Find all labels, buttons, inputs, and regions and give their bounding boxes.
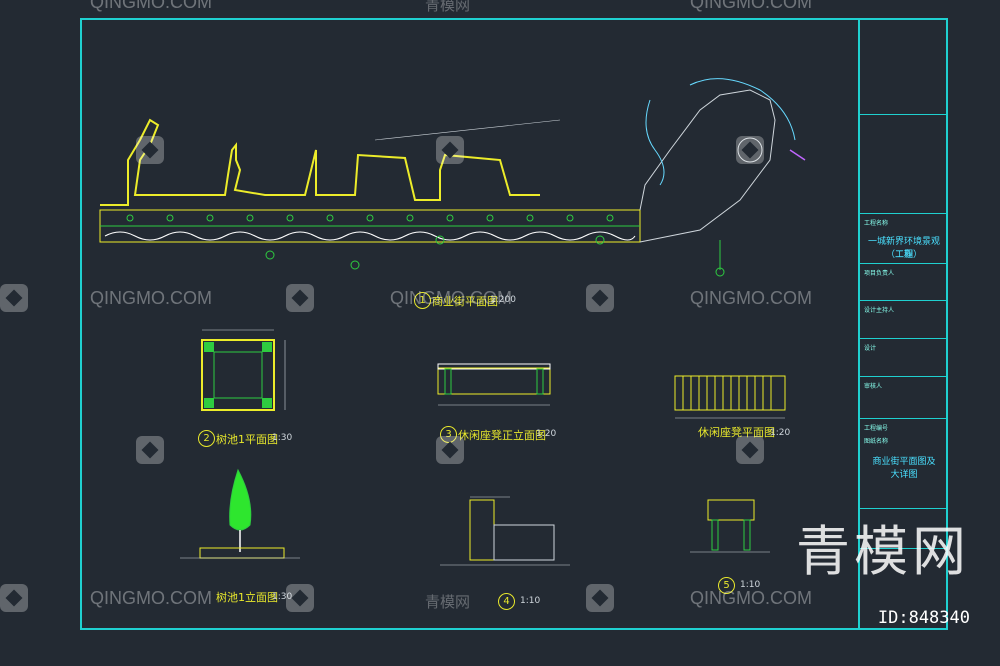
manager-label: 项目负责人 <box>864 270 895 277</box>
drawing-title-label: 图纸名称 <box>864 438 889 445</box>
watermark-text-cn: 青模网 <box>425 0 471 14</box>
drawing-title-suffix: 大详图 <box>890 470 918 480</box>
watermark-logo <box>0 284 28 312</box>
view-number-1: 1 <box>414 292 431 309</box>
drawing-title: 商业街平面图及 <box>872 457 936 467</box>
view-scale-2: 1:30 <box>272 433 293 443</box>
watermark-logo <box>736 136 764 164</box>
drawing-frame <box>80 18 948 630</box>
watermark-text-cn: 青模网 <box>425 593 471 611</box>
design-label: 设计 <box>864 345 877 352</box>
watermark-text: QINGMO.COM <box>690 588 812 608</box>
watermark-text: QINGMO.COM <box>690 0 812 12</box>
watermark-logo <box>286 284 314 312</box>
watermark-logo <box>286 584 314 612</box>
chief-label: 设计主持人 <box>864 307 895 314</box>
view-number-5: 5 <box>718 577 735 594</box>
watermark-logo <box>0 584 28 612</box>
view-scale-3: 1:20 <box>536 429 557 439</box>
watermark-text: QINGMO.COM <box>90 0 212 12</box>
watermark-logo <box>736 436 764 464</box>
view-scale-tree-elev: 1:30 <box>272 592 293 602</box>
view-scale-4: 1:10 <box>520 596 541 606</box>
street-outline <box>100 118 540 206</box>
project-name: 一城新界环境景观工程 <box>867 237 940 260</box>
view-number-4: 4 <box>498 593 515 610</box>
brand-watermark: 青模网 <box>796 520 970 583</box>
watermark-text: QINGMO.COM <box>390 288 512 308</box>
watermark-logo <box>136 436 164 464</box>
watermark-logo <box>436 136 464 164</box>
view-scale-bench-plan: 1:20 <box>770 428 791 438</box>
title-block: 工程名称 一城新界环境景观工程 （二期） 项目负责人 设计主持人 设计 审核人 … <box>858 18 948 630</box>
resource-id: ID:848340 <box>877 608 970 628</box>
view-number-2: 2 <box>198 430 215 447</box>
watermark-text: QINGMO.COM <box>90 288 212 308</box>
watermark-text: QINGMO.COM <box>90 588 212 608</box>
watermark-text: QINGMO.COM <box>690 288 812 308</box>
view-title-3: 休闲座凳正立面图 <box>458 429 546 442</box>
view-title-2: 树池1平面图 <box>216 433 278 446</box>
watermark-logo <box>586 284 614 312</box>
watermark-logo <box>436 436 464 464</box>
view-title-1: 商业街平面图 <box>432 295 498 308</box>
view-title-tree-elev: 树池1立面图 <box>216 591 278 604</box>
project-label: 工程名称 <box>864 220 889 227</box>
watermark-logo <box>586 584 614 612</box>
watermark-logo <box>136 136 164 164</box>
drawing-no-label: 工程编号 <box>864 425 889 432</box>
project-name-suffix: （二期） <box>885 250 922 260</box>
view-scale-5: 1:10 <box>740 580 761 590</box>
check-label: 审核人 <box>864 383 883 390</box>
view-scale-1: 1:200 <box>490 295 516 305</box>
